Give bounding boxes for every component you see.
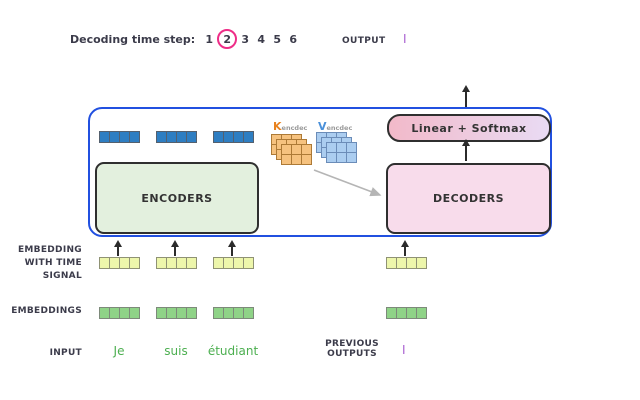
time-step: 5 xyxy=(273,32,281,46)
previous-output-token: I xyxy=(402,343,406,357)
previous-outputs-label: PREVIOUS OUTPUTS xyxy=(325,339,379,359)
input-token: suis xyxy=(164,344,188,358)
v-subscript: encdec xyxy=(326,124,353,132)
time-step: 3 xyxy=(241,32,249,46)
decoding-time-step-label: Decoding time step: xyxy=(70,32,196,46)
vector-cell xyxy=(129,131,140,143)
v-encdec-matrix-stack xyxy=(316,132,359,167)
time-step: 6 xyxy=(289,32,297,46)
encoder-output-vector xyxy=(156,131,197,143)
matrix-layer xyxy=(281,144,312,165)
embedding-arrow xyxy=(170,240,179,256)
embedding-with-time-signal-label: EMBEDDING WITH TIME SIGNAL xyxy=(17,245,82,281)
input-token: Je xyxy=(113,344,125,358)
output-label: OUTPUT xyxy=(342,36,386,46)
vector-cell xyxy=(243,307,254,319)
vector-cell xyxy=(186,131,197,143)
matrix-cell xyxy=(346,152,357,163)
embedding-vector xyxy=(213,307,254,319)
time-step: 4 xyxy=(257,32,265,46)
encoder-output-vector xyxy=(99,131,140,143)
decoder-to-softmax-arrow xyxy=(461,139,470,161)
kv-to-decoder-arrow xyxy=(313,169,382,197)
time-step: 1 xyxy=(205,32,213,46)
vector-cell xyxy=(186,307,197,319)
time-signal-vector xyxy=(213,257,254,269)
embedding-arrow xyxy=(400,240,409,256)
time-step: 2 xyxy=(217,29,238,49)
matrix-cell xyxy=(301,154,312,165)
time-signal-vector xyxy=(386,257,427,269)
time-signal-vector xyxy=(99,257,140,269)
k-encdec-label: Kencdec xyxy=(273,120,307,133)
linear-softmax-box: Linear + Softmax xyxy=(387,114,551,142)
k-subscript: encdec xyxy=(281,124,308,132)
output-arrow xyxy=(461,85,470,107)
embedding-vector xyxy=(386,307,427,319)
embeddings-label: EMBEDDINGS xyxy=(11,306,82,316)
vector-cell xyxy=(243,257,254,269)
encoder-output-vector xyxy=(213,131,254,143)
embedding-arrow xyxy=(113,240,122,256)
vector-cell xyxy=(416,257,427,269)
time-signal-vector xyxy=(156,257,197,269)
matrix-layer xyxy=(326,142,357,163)
vector-cell xyxy=(129,257,140,269)
decoders-box: DECODERS xyxy=(386,163,551,234)
input-token: étudiant xyxy=(207,344,259,358)
k-encdec-matrix-stack xyxy=(271,134,314,169)
k-letter: K xyxy=(273,120,282,133)
output-token: I xyxy=(403,32,407,46)
input-label: INPUT xyxy=(49,348,82,358)
vector-cell xyxy=(243,131,254,143)
vector-cell xyxy=(129,307,140,319)
embedding-arrow xyxy=(227,240,236,256)
embedding-vector xyxy=(156,307,197,319)
encoders-box: ENCODERS xyxy=(95,162,259,234)
v-letter: V xyxy=(318,120,327,133)
v-encdec-label: Vencdec xyxy=(318,120,352,133)
vector-cell xyxy=(416,307,427,319)
vector-cell xyxy=(186,257,197,269)
embedding-vector xyxy=(99,307,140,319)
